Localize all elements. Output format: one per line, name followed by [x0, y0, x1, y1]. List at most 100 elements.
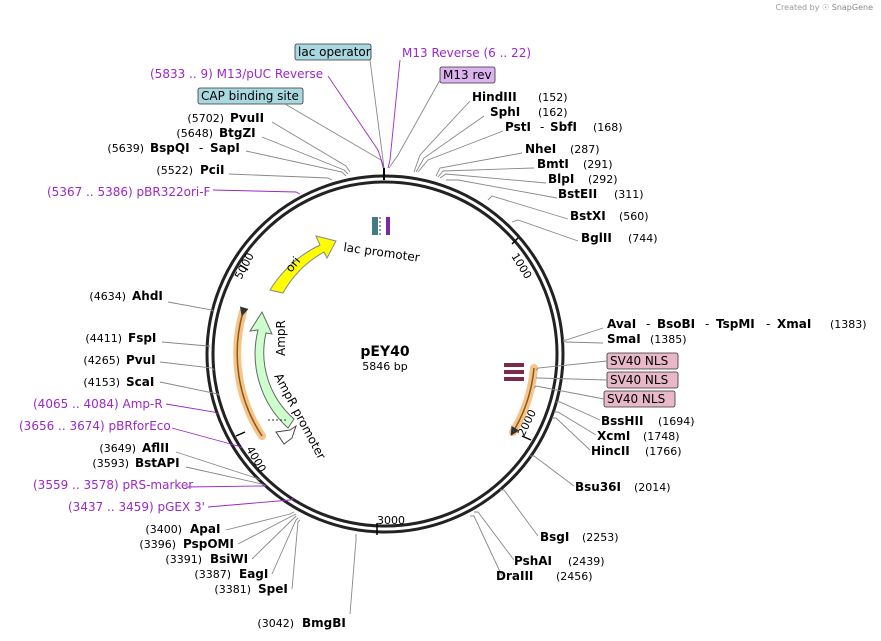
svg-text:BstEII: BstEII	[558, 187, 597, 201]
site-sphi[interactable]: SphI (162)	[490, 105, 568, 119]
site-scai[interactable]: (4153) ScaI	[83, 375, 154, 389]
svg-text:BtgZI: BtgZI	[219, 126, 256, 140]
cap-binding-site-box[interactable]: CAP binding site	[197, 87, 304, 105]
sv40-nls-box-3[interactable]: SV40 NLS	[603, 390, 676, 408]
svg-text:SbfI: SbfI	[550, 120, 577, 134]
svg-text:BlpI: BlpI	[548, 172, 574, 186]
site-eagi[interactable]: (3387) EagI	[194, 567, 268, 581]
primer-prs-marker[interactable]: (3559 .. 3578) pRS-marker	[33, 478, 193, 492]
m13-rev-label: M13 rev	[443, 68, 492, 82]
site-bsiwi[interactable]: (3391) BsiWI	[165, 552, 248, 566]
site-pvuii[interactable]: (5702) PvuII	[187, 111, 264, 125]
svg-text:(152): (152)	[538, 91, 568, 104]
m13-rev-box[interactable]: M13 rev	[439, 66, 496, 84]
svg-text:(162): (162)	[538, 106, 568, 119]
svg-text:-: -	[199, 141, 203, 155]
site-bstapi[interactable]: (3593) BstAPI	[92, 456, 179, 470]
site-apai[interactable]: (3400) ApaI	[145, 522, 220, 536]
svg-text:(1694): (1694)	[658, 415, 695, 428]
svg-text:PshAI: PshAI	[514, 554, 552, 568]
svg-text:(1766): (1766)	[645, 445, 682, 458]
site-bsu36i[interactable]: Bsu36I (2014)	[575, 480, 671, 494]
svg-text:(3593): (3593)	[92, 457, 129, 470]
site-spei[interactable]: (3381) SpeI	[214, 582, 287, 596]
svg-text:BsoBI: BsoBI	[657, 317, 695, 331]
svg-text:PspOMI: PspOMI	[183, 537, 234, 551]
site-fspi[interactable]: (4411) FspI	[85, 331, 156, 345]
site-avai-group[interactable]: AvaI - BsoBI - TspMI - XmaI (1383)	[607, 317, 867, 331]
site-bmgbi[interactable]: (3042) BmgBI	[257, 616, 345, 630]
site-bglii[interactable]: BglII (744)	[581, 231, 658, 245]
svg-text:(2456): (2456)	[556, 570, 593, 583]
snapgene-credit: Created by ☉ SnapGene	[775, 3, 873, 12]
credit-prefix: Created by	[775, 3, 820, 12]
site-hincii[interactable]: HincII (1766)	[591, 444, 682, 458]
primer-pgex3[interactable]: (3437 .. 3459) pGEX 3'	[68, 500, 205, 514]
site-hindiii[interactable]: HindIII (152)	[472, 90, 568, 104]
primer-m13-puc-reverse[interactable]: (5833 .. 9) M13/pUC Reverse	[150, 67, 323, 81]
site-btgzi[interactable]: (5648) BtgZI	[176, 126, 255, 140]
svg-text:(4153): (4153)	[83, 376, 120, 389]
svg-text:BsiWI: BsiWI	[210, 552, 248, 566]
svg-text:XmaI: XmaI	[777, 317, 811, 331]
primer-pbr322ori-f[interactable]: (5367 .. 5386) pBR322ori-F	[47, 185, 211, 199]
svg-text:ScaI: ScaI	[126, 375, 154, 389]
site-bsteii[interactable]: BstEII (311)	[558, 187, 644, 201]
sv40-nls-label-3: SV40 NLS	[607, 392, 665, 406]
svg-text:-: -	[705, 317, 709, 331]
svg-text:(5639): (5639)	[107, 142, 144, 155]
sv40-nls-glyphs	[504, 363, 524, 381]
svg-text:SphI: SphI	[490, 105, 520, 119]
svg-text:BstXI: BstXI	[570, 209, 606, 223]
ori-feature[interactable]: ori	[269, 235, 337, 294]
primer-amp-r[interactable]: (4065 .. 4084) Amp-R	[33, 397, 163, 411]
site-bmti[interactable]: BmtI (291)	[537, 157, 613, 171]
site-bstxi[interactable]: BstXI (560)	[570, 209, 649, 223]
svg-text:XcmI: XcmI	[597, 429, 630, 443]
sv40-nls-box-2[interactable]: SV40 NLS	[606, 371, 679, 389]
site-bspqi-sapi[interactable]: (5639) BspQI - SapI	[107, 141, 239, 155]
site-bsgi[interactable]: BsgI (2253)	[540, 530, 619, 544]
leader-lines	[159, 59, 608, 615]
plasmid-length: 5846 bp	[362, 360, 407, 373]
svg-text:NheI: NheI	[525, 142, 556, 156]
site-draiii[interactable]: DraIII (2456)	[496, 569, 593, 583]
svg-text:-: -	[646, 317, 650, 331]
svg-text:(2253): (2253)	[582, 531, 619, 544]
site-smai[interactable]: SmaI (1385)	[607, 332, 687, 346]
svg-text:AvaI: AvaI	[607, 317, 636, 331]
site-pcii[interactable]: (5522) PciI	[156, 163, 224, 177]
svg-text:BglII: BglII	[581, 231, 612, 245]
site-aflii[interactable]: (3649) AflII	[99, 441, 169, 455]
site-psti-sbfi[interactable]: PstI - SbfI (168)	[505, 120, 623, 134]
svg-text:BssHII: BssHII	[601, 414, 643, 428]
svg-text:(5648): (5648)	[176, 127, 213, 140]
primer-m13-reverse[interactable]: M13 Reverse (6 .. 22)	[402, 46, 531, 60]
site-blpi[interactable]: BlpI (292)	[548, 172, 618, 186]
svg-text:(5702): (5702)	[187, 112, 224, 125]
svg-text:(3042): (3042)	[257, 617, 294, 630]
primer-pbrforeco[interactable]: (3656 .. 3674) pBRforEco	[19, 419, 171, 433]
ampr-label: AmpR	[274, 320, 288, 356]
lac-operator-box[interactable]: lac operator	[294, 43, 372, 61]
site-xcmi[interactable]: XcmI (1748)	[597, 429, 680, 443]
svg-text:(3387): (3387)	[194, 568, 231, 581]
lac-promoter-label: lac promoter	[343, 240, 421, 265]
svg-text:(287): (287)	[570, 143, 600, 156]
backbone-inner	[211, 180, 559, 528]
svg-text:PvuI: PvuI	[126, 353, 156, 367]
svg-text:SmaI: SmaI	[607, 332, 641, 346]
site-pspomi[interactable]: (3396) PspOMI	[139, 537, 234, 551]
svg-text:(1748): (1748)	[643, 430, 680, 443]
svg-text:PciI: PciI	[200, 163, 225, 177]
site-pshai[interactable]: PshAI (2439)	[514, 554, 605, 568]
ampr-feature[interactable]: AmpR	[249, 310, 295, 429]
site-nhei[interactable]: NheI (287)	[525, 142, 600, 156]
site-bsshii[interactable]: BssHII (1694)	[601, 414, 695, 428]
site-ahdi[interactable]: (4634) AhdI	[89, 289, 162, 303]
svg-text:(1385): (1385)	[650, 333, 687, 346]
svg-text:AflII: AflII	[142, 441, 169, 455]
site-pvui[interactable]: (4265) PvuI	[83, 353, 155, 367]
sv40-nls-box-1[interactable]: SV40 NLS	[606, 352, 679, 370]
